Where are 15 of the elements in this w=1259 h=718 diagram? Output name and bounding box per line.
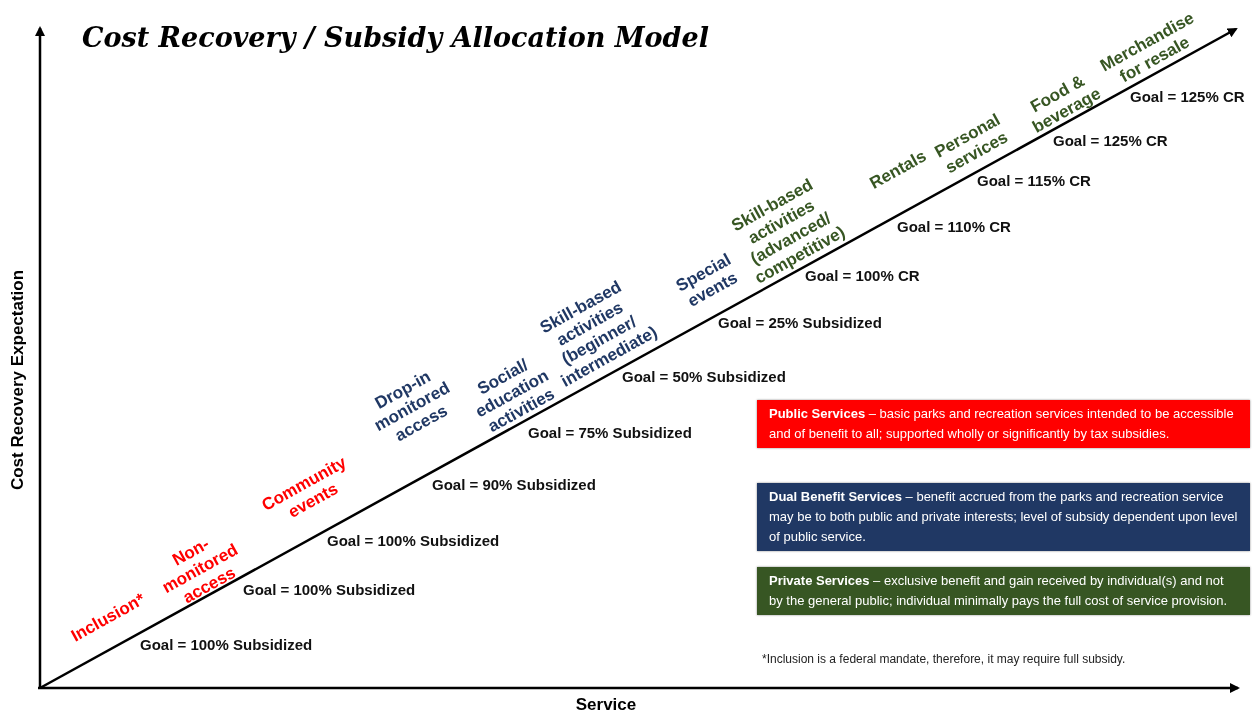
- legend-box: Dual Benefit Services – benefit accrued from the parks and recreation service may be to both public and private interests; level of subsidy dependent upon level of public service.: [757, 483, 1250, 551]
- goal-label: Goal = 125% CR: [1130, 88, 1245, 105]
- legend-box: Public Services – basic parks and recreation services intended to be accessible and of benefit to all; supported wholly or significantly by tax subsidies.: [757, 400, 1250, 448]
- goal-label: Goal = 25% Subsidized: [718, 314, 882, 331]
- legend-box: Private Services – exclusive benefit and gain received by individual(s) and not by the general public; individual minimally pays the full cost of service provision.: [757, 567, 1250, 615]
- goal-label: Goal = 110% CR: [897, 218, 1011, 235]
- goal-label: Goal = 115% CR: [977, 172, 1091, 189]
- axis-title: Cost Recovery Expectation: [8, 269, 28, 491]
- axis-title: Service: [575, 695, 637, 715]
- goal-label: Goal = 125% CR: [1053, 132, 1168, 149]
- goal-label: Goal = 100% Subsidized: [243, 581, 416, 598]
- goal-label: Goal = 90% Subsidized: [432, 476, 596, 493]
- footnote: *Inclusion is a federal mandate, therefore, it may require full subsidy.: [762, 652, 1126, 666]
- diagram-title: Cost Recovery / Subsidy Allocation Model: [82, 22, 709, 53]
- goal-label: Goal = 100% Subsidized: [327, 532, 500, 549]
